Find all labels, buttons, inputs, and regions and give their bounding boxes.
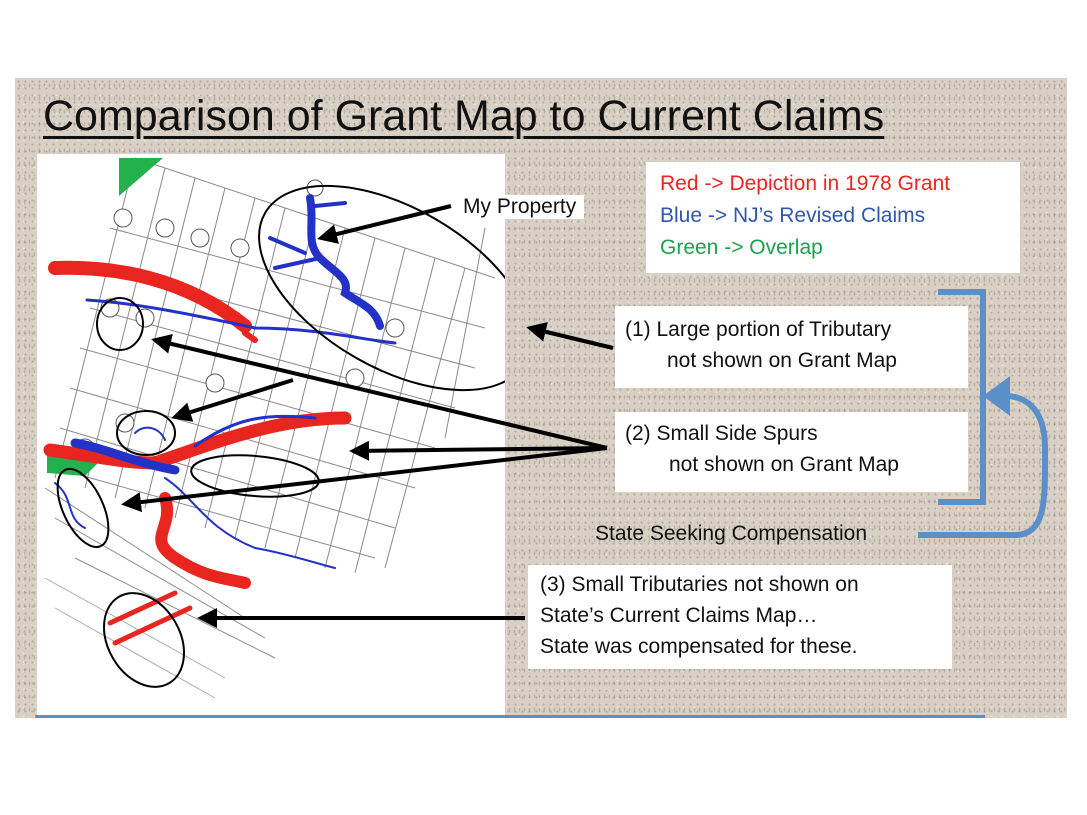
callout-large-portion: (1) Large portion of Tributary not shown… [615,306,968,388]
legend-blue: Blue -> NJ’s Revised Claims [660,204,926,227]
overlap-corner-top [119,158,163,196]
callout-3-line2: State’s Current Claims Map… [540,604,818,627]
pointer-arrows [121,204,614,628]
my-property-label: My Property [455,195,585,219]
slide-bottom-rule [35,715,985,718]
callout-side-spurs: (2) Small Side Spurs not shown on Grant … [615,412,968,492]
callout-3-line3: State was compensated for these. [540,635,858,658]
callout-1-line2: not shown on Grant Map [667,349,897,372]
callout-1-line1: (1) Large portion of Tributary [625,318,892,341]
legend-red: Red -> Depiction in 1978 Grant [660,172,951,195]
legend-green: Green -> Overlap [660,236,823,259]
slide-title: Comparison of Grant Map to Current Claim… [43,92,885,140]
map-drawing [43,157,1049,699]
callout-2-line1: (2) Small Side Spurs [625,422,818,445]
compensation-bracket [918,289,1049,538]
legend-box: Red -> Depiction in 1978 Grant Blue -> N… [646,162,1020,273]
survey-map [43,157,505,699]
slide: Comparison of Grant Map to Current Claim… [15,78,1067,718]
state-seeking-compensation-label: State Seeking Compensation [595,522,868,545]
callout-2-line2: not shown on Grant Map [669,453,899,476]
callout-3-line1: (3) Small Tributaries not shown on [540,573,859,596]
grant-map-panel [37,154,505,718]
callout-small-tributaries: (3) Small Tributaries not shown on State… [528,565,952,669]
red-grant-streams [43,260,352,646]
